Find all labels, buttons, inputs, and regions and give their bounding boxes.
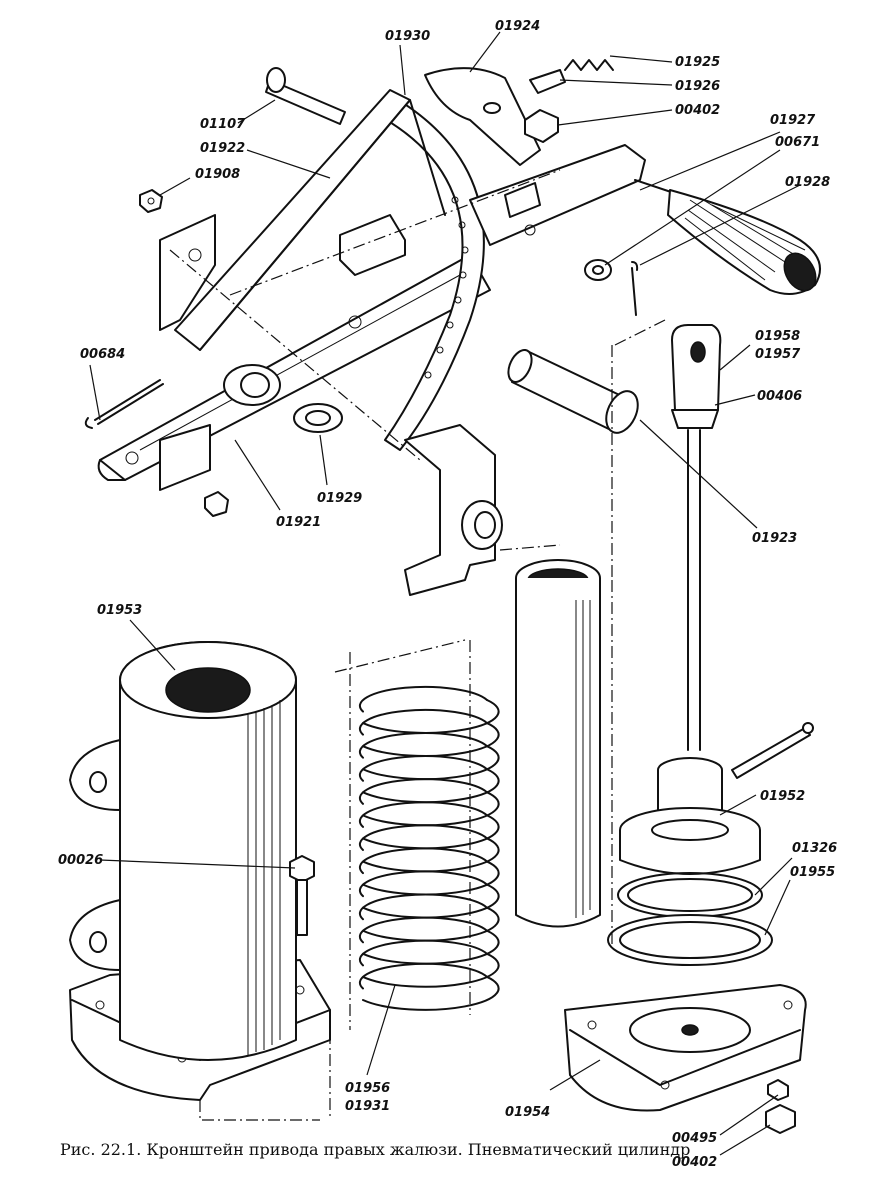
cylinder-body-01953 [69,641,331,1101]
label-01107: 01107 [200,117,246,132]
spring-coil-front [362,837,500,873]
spring-coil-front [362,722,500,757]
label-00671: 00671 [775,135,820,150]
spring-coil-back [358,801,488,828]
label-01326: 01326 [792,841,837,856]
base-plate-01954 [564,984,807,1134]
spring-coil-front [362,860,500,896]
label-01930: 01930 [385,29,430,44]
pin-01923 [507,349,639,434]
spring-01956 [358,685,500,1011]
spring-coil-back [358,847,488,875]
label-01929: 01929 [317,491,362,506]
label-01924: 01924 [495,19,540,34]
spring-coil-front [362,791,500,827]
label-01957: 01957 [755,347,801,362]
label-01931: 01931 [345,1099,390,1114]
spring-coil-front [362,745,500,781]
spring-coil-front [362,814,500,850]
spring-coil-front [362,952,500,988]
label-00402-top: 00402 [675,103,720,118]
spring-coil-back [358,778,488,805]
label-01953: 01953 [97,603,142,618]
label-01923: 01923 [752,531,797,546]
spring-coil-back [358,939,488,967]
label-01928: 01928 [785,175,830,190]
label-01954: 01954 [505,1105,550,1120]
spring-coil-front [362,906,500,942]
sector-holes [424,196,469,379]
label-01927: 01927 [770,113,816,128]
spring-coil-back [358,708,488,736]
label-00402-bottom: 00402 [672,1155,717,1170]
label-01955: 01955 [790,865,835,880]
label-00684: 00684 [80,347,125,362]
spring-coil-front [362,883,500,919]
spring-coil-back [358,685,488,713]
spring-coil-back [358,824,488,851]
label-01922: 01922 [200,141,245,156]
spring-coil-front [362,768,500,804]
label-00026: 00026 [58,853,103,868]
assembly-centerlines [199,319,666,1121]
spring-coil-back [358,870,488,898]
label-01921: 01921 [276,515,321,530]
figure-caption: Рис. 22.1. Кронштейн привода правых жалю… [60,1140,691,1159]
spring-coil-back [358,755,488,782]
sleeve-tube [515,559,601,928]
label-00406: 00406 [757,389,802,404]
label-01926: 01926 [675,79,720,94]
label-00495: 00495 [672,1131,717,1146]
label-01908: 01908 [195,167,240,182]
leader-lines [89,31,801,1156]
spring-coil-back [358,962,488,990]
piston-rod-assembly [607,324,814,966]
spring-coil-front [362,929,500,965]
part-labels: 01930 01924 01925 01926 00402 01107 0192… [58,19,837,1170]
label-01952: 01952 [760,789,805,804]
spring-coil-front [362,699,500,734]
spring-coil-back [358,732,488,759]
label-01956: 01956 [345,1081,390,1096]
bracket-assembly [84,59,821,596]
spring-coil-back [358,893,488,921]
spring-coil-front [362,975,500,1011]
label-01925: 01925 [675,55,720,70]
spring-coil-back [358,916,488,944]
label-01958: 01958 [755,329,800,344]
